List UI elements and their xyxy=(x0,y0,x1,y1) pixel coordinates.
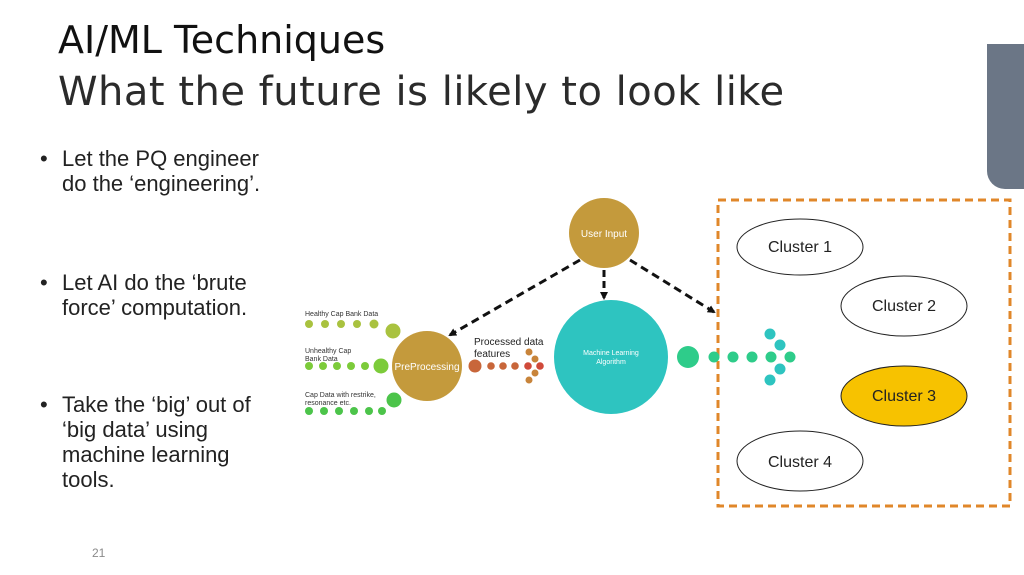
bullet-item: Let the PQ engineer do the ‘engineering’… xyxy=(36,146,286,196)
unhealthy-data-dots xyxy=(305,358,389,374)
ml-algorithm-label-line1: Machine Learning xyxy=(583,350,639,357)
cluster-2-label: Cluster 2 xyxy=(872,298,936,315)
unhealthy-data-label-line2: Bank Data xyxy=(305,356,338,363)
unhealthy-data-label-line1: Unhealthy Cap xyxy=(305,348,351,355)
cluster-2 xyxy=(840,275,968,337)
cluster-3-label: Cluster 3 xyxy=(872,388,936,405)
user-input-label: User Input xyxy=(581,229,627,240)
cluster-4 xyxy=(736,430,864,492)
cluster-3-highlighted xyxy=(840,365,968,427)
restrike-data-label-line2: resonance etc. xyxy=(305,400,351,407)
healthy-data-dots xyxy=(305,319,401,339)
bullet-item: Let AI do the ‘brute force’ computation. xyxy=(36,270,286,320)
healthy-data-label: Healthy Cap Bank Data xyxy=(305,311,378,318)
restrike-data-dots xyxy=(305,392,402,415)
processed-feature-dots xyxy=(468,348,544,384)
user-input-node xyxy=(569,198,639,268)
ml-output-dots xyxy=(677,346,796,368)
arrow-to-clusters xyxy=(629,258,716,314)
ml-algorithm-node xyxy=(554,300,668,414)
slide-title: AI/ML Techniques xyxy=(58,18,386,62)
processed-data-label-line2: features xyxy=(474,349,510,360)
cluster-4-label: Cluster 4 xyxy=(768,454,832,471)
bullet-item: Take the ‘big’ out of ‘big data’ using m… xyxy=(36,392,286,492)
slide-subtitle: What the future is likely to look like xyxy=(58,69,785,115)
cluster-1 xyxy=(736,218,864,276)
ml-algorithm-label-line2: Algorithm xyxy=(596,359,626,366)
accent-tab xyxy=(987,44,1024,189)
preprocessing-label: PreProcessing xyxy=(394,362,459,373)
cluster-1-label: Cluster 1 xyxy=(768,239,832,256)
ml-output-branch-dots xyxy=(764,328,786,386)
preprocessing-node xyxy=(392,331,462,401)
cluster-region-box xyxy=(716,198,1012,508)
processed-data-label-line1: Processed data xyxy=(474,337,544,348)
page-number: 21 xyxy=(92,546,106,560)
restrike-data-label-line1: Cap Data with restrike, xyxy=(305,392,376,399)
arrow-to-preprocessing xyxy=(448,258,581,337)
